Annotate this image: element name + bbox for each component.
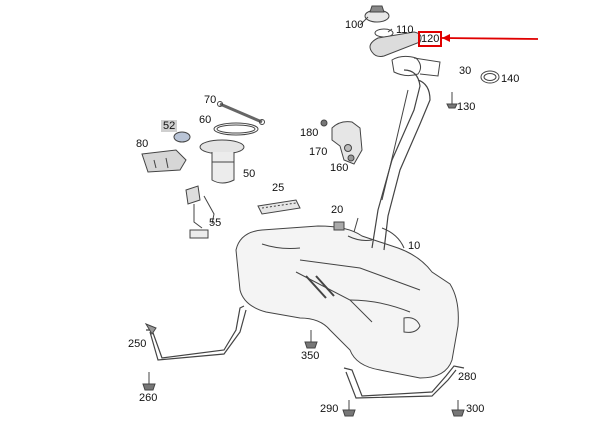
callout-25: 25 [272, 182, 285, 194]
callout-30: 30 [459, 65, 472, 77]
strap-left [146, 305, 245, 359]
fuel-tank [235, 225, 459, 379]
callout-300: 300 [466, 403, 485, 415]
callout-280: 280 [458, 371, 477, 383]
callout-140: 140 [501, 73, 520, 85]
callout-170: 170 [309, 146, 328, 158]
callout-55: 55 [209, 217, 222, 229]
callout-50: 50 [243, 168, 256, 180]
highlight-arrow [441, 37, 539, 40]
bracket [331, 121, 363, 165]
callout-110: 110 [396, 24, 414, 36]
callout-20: 20 [331, 204, 344, 216]
callout-100: 100 [345, 19, 364, 31]
callout-160: 160 [330, 162, 349, 174]
callout-350: 350 [301, 350, 320, 362]
callout-70: 70 [204, 94, 217, 106]
callout-180: 180 [300, 127, 319, 139]
callout-250: 250 [128, 338, 147, 350]
callout-80: 80 [136, 138, 149, 150]
filter-pad [257, 199, 301, 215]
callout-130: 130 [457, 101, 476, 113]
callout-120: 120 [418, 31, 443, 47]
filler-neck [371, 69, 421, 249]
strap-right [343, 365, 465, 397]
callout-260: 260 [139, 392, 158, 404]
callout-290: 290 [320, 403, 339, 415]
callout-52: 52 [161, 120, 178, 132]
filler-flap [369, 31, 422, 57]
callout-60: 60 [199, 114, 212, 126]
fuel-pump [141, 149, 187, 173]
callout-10: 10 [408, 240, 421, 252]
